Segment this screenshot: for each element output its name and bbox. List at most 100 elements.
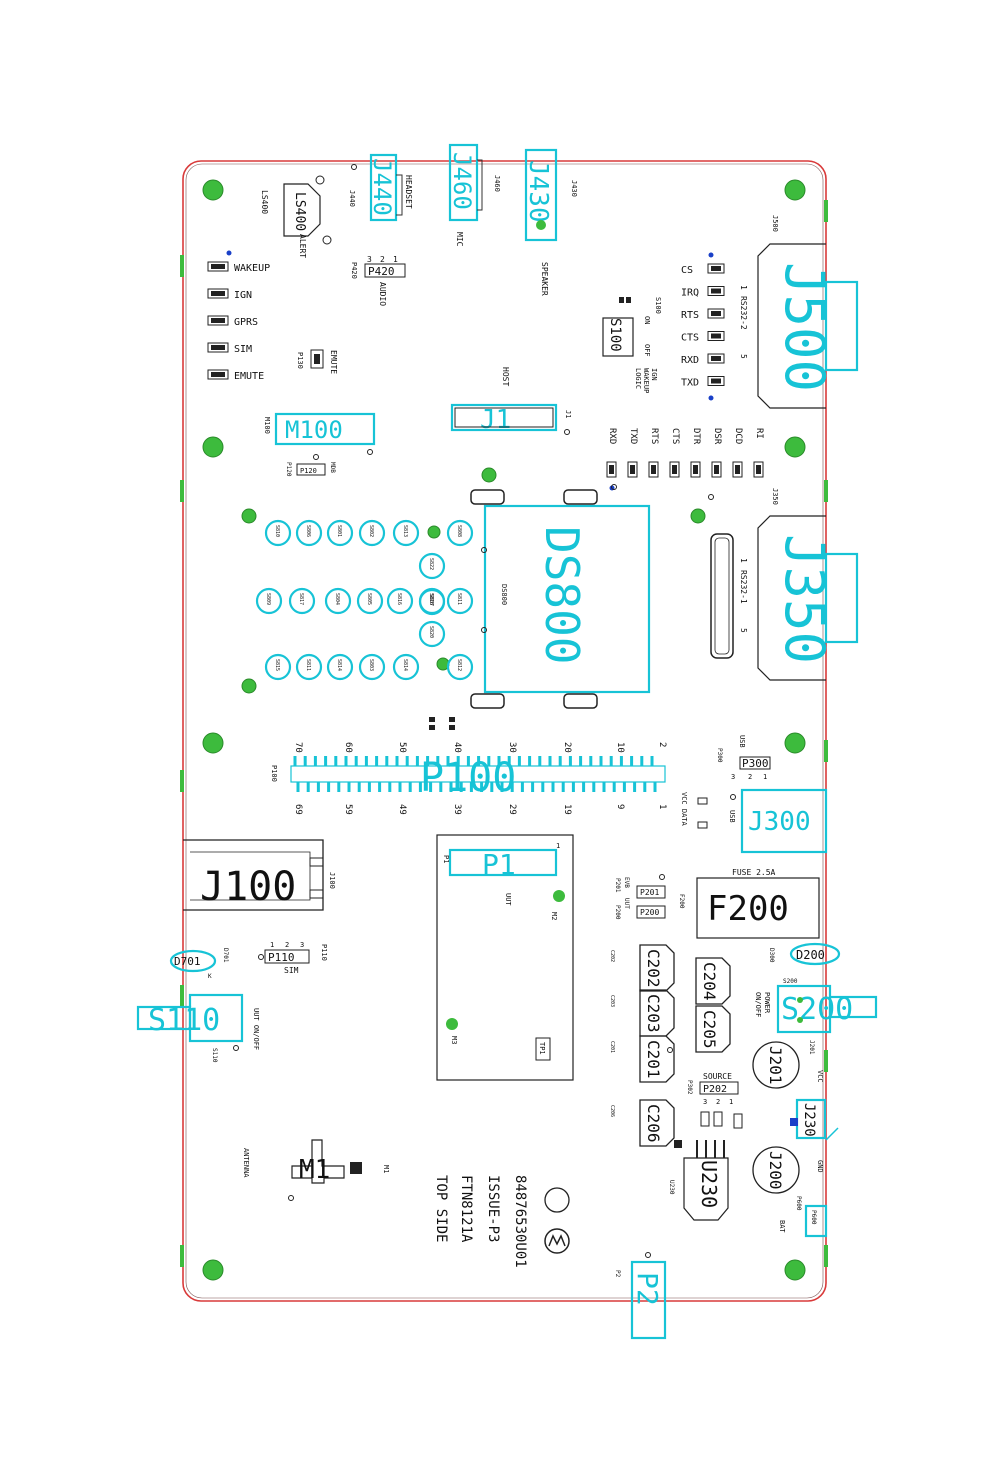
p420-pin-3: 3 (367, 255, 372, 264)
board-text-line: FTN8121A (458, 1175, 474, 1243)
cap-silk: C201 (609, 1041, 615, 1053)
d701-k: K (208, 973, 212, 980)
d701-label: D701 (174, 955, 201, 968)
cap-label: C201 (644, 1040, 663, 1079)
led-left-box (207, 288, 229, 299)
led-bottom-fill (693, 465, 698, 474)
keypad-pad (255, 587, 283, 615)
keypad-pad-label: S820 (428, 626, 434, 638)
silk-speaker: SPEAKER (540, 262, 549, 296)
d200-outline (789, 942, 841, 966)
cap-label: C202 (644, 949, 663, 988)
cap2-label: C205 (700, 1010, 719, 1049)
p100-num-top: 70 (293, 742, 303, 753)
led-bottom-label: RXD (607, 428, 617, 444)
tp1-box (535, 1037, 551, 1061)
led-left-fill (211, 345, 225, 350)
p200-outline (636, 905, 666, 919)
motorola-logo (544, 1228, 570, 1254)
j300-label: J300 (748, 807, 811, 837)
led-bottom-box (690, 461, 701, 478)
led-bottom-label: RTS (649, 428, 659, 444)
led-right-box (707, 263, 725, 274)
p130-outline (310, 349, 324, 369)
silk-m100: M100 (263, 417, 271, 434)
s100-mark-a (619, 297, 624, 303)
silk-host: HOST (501, 367, 510, 386)
led-bottom-box (732, 461, 743, 478)
j100-tab-a (309, 857, 324, 867)
silk-on: ON (643, 316, 651, 324)
rs232-2-pin-5: 5 (739, 354, 748, 359)
p120-label: P120 (300, 467, 317, 475)
silk-p202: P302 (686, 1080, 693, 1095)
keypad-pad-label: S807 (428, 594, 434, 606)
led-right-box (707, 286, 725, 296)
board-text-line: ISSUE-P3 (485, 1175, 501, 1242)
edge-notches (180, 200, 828, 1267)
keypad-pad-label: S815 (274, 659, 280, 671)
r232-box (713, 1111, 723, 1127)
silk-ign: IGN (650, 368, 658, 381)
j350-label: J350 (773, 534, 836, 664)
p100-num-bottom: 9 (615, 804, 625, 809)
keypad-pad (392, 519, 420, 547)
silk-p1: P1 (442, 855, 450, 863)
silk-s200: S200 (783, 978, 798, 985)
led-left-label: IGN (234, 290, 252, 301)
keypad-pad (386, 587, 414, 615)
keypad-pad-label: S811 (456, 593, 462, 605)
keypad-pad (288, 587, 316, 615)
led-bottom-fill (756, 465, 761, 474)
cap2-body (695, 1005, 731, 1053)
led-left-fill (211, 372, 225, 377)
p420-outline (364, 263, 406, 278)
p300-label: P300 (742, 757, 769, 770)
keypad-pad (358, 653, 386, 681)
silk-p100: P100 (270, 765, 278, 782)
silk-p300: P300 (716, 748, 723, 763)
silk-power: POWER (763, 992, 771, 1014)
silk-d300: D300 (768, 948, 775, 963)
keypad-pad-label: S805 (366, 593, 372, 605)
p100-num-top: 50 (397, 742, 407, 753)
led-left-label: GPRS (234, 317, 258, 328)
led-right-fill (711, 356, 721, 361)
p201-outline (636, 885, 666, 899)
j230-mark (790, 1118, 798, 1126)
p110-label: P110 (268, 951, 295, 964)
p110-pin-2: 2 (285, 941, 289, 949)
j350-slot-inner (714, 537, 730, 655)
mic-body (477, 159, 483, 211)
keypad-pad-label: S811 (305, 659, 311, 671)
j350-body (757, 515, 826, 681)
p600-label: P600 (810, 1210, 817, 1225)
keypad-pad (264, 653, 292, 681)
silk-mic: MIC (455, 232, 464, 247)
led-bottom-fill (735, 465, 740, 474)
silk-p2: P2 (614, 1270, 621, 1278)
cap-silk: C206 (609, 1105, 615, 1117)
s100-outline (602, 317, 634, 357)
silk-p110: P110 (320, 944, 328, 961)
led-left-label: SIM (234, 344, 252, 355)
p100-num-bottom: 49 (397, 804, 407, 815)
cap-label: C203 (644, 994, 663, 1033)
j300-outline (740, 788, 828, 854)
silk-fuse: FUSE 2.5A (732, 868, 776, 877)
silk-p120: P120 (285, 462, 292, 477)
cap-label: C206 (644, 1104, 663, 1143)
led-bottom-box (711, 461, 722, 478)
j201-outline (752, 1041, 800, 1089)
ls400-label: LS400 (292, 192, 307, 231)
j1-label: J1 (480, 405, 511, 435)
p300-pin-1: 1 (763, 773, 767, 781)
rs232-1-pin-1: 1 (739, 558, 748, 563)
keypad-pad (264, 519, 292, 547)
j430-pad (536, 220, 546, 230)
keypad-pad (295, 653, 323, 681)
p110-pin-1: 1 (270, 941, 274, 949)
